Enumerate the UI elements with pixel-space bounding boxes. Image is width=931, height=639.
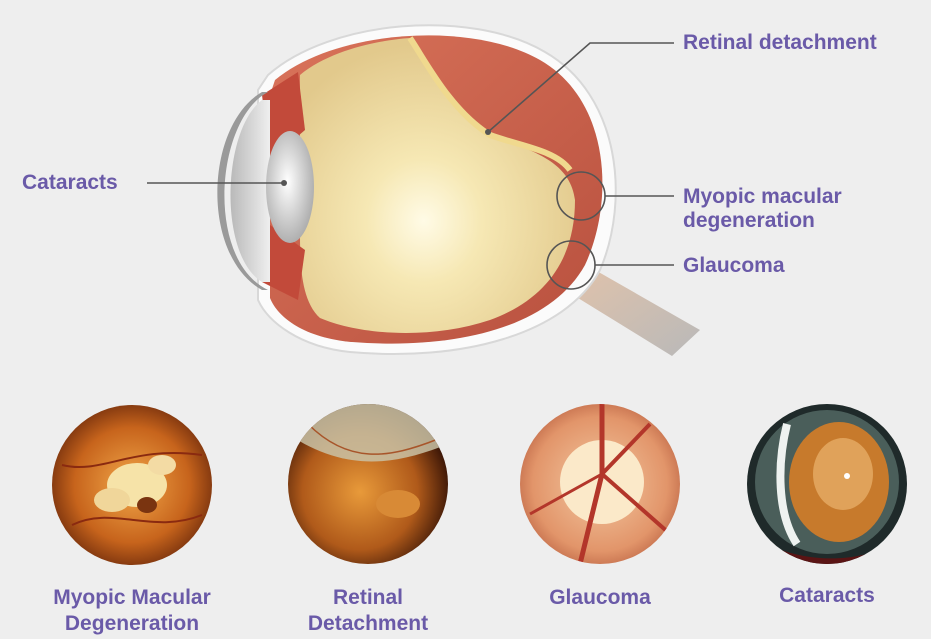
cataracts-caption: Cataracts — [712, 583, 931, 609]
glaucoma-photo — [520, 404, 680, 564]
myopic-macular-degeneration-caption: Myopic Macular Degeneration — [17, 585, 247, 637]
myopic-macular-degeneration-photo — [52, 405, 212, 565]
glaucoma-label: Glaucoma — [683, 254, 785, 278]
retinal-detachment-photo — [288, 404, 448, 564]
myopic-label-line-1: Myopic macular — [683, 185, 842, 209]
retinal-detachment-label: Retinal detachment — [683, 31, 877, 55]
caption-line-1: Cataracts — [712, 583, 931, 609]
caption-line-1: Retinal — [253, 585, 483, 611]
retinal-detachment-caption: Retinal Detachment — [253, 585, 483, 637]
caption-line-1: Glaucoma — [485, 585, 715, 611]
myopic-macular-degeneration-label: Myopic macular degeneration — [683, 185, 842, 233]
cataracts-label: Cataracts — [22, 171, 118, 195]
caption-line-2: Degeneration — [17, 611, 247, 637]
caption-line-2: Detachment — [253, 611, 483, 637]
cataracts-photo — [747, 404, 907, 564]
myopic-label-line-2: degeneration — [683, 209, 842, 233]
retinal-callout-dot — [485, 129, 491, 135]
cataracts-callout-dot — [281, 180, 287, 186]
glaucoma-caption: Glaucoma — [485, 585, 715, 611]
lens — [266, 131, 314, 243]
caption-line-1: Myopic Macular — [17, 585, 247, 611]
